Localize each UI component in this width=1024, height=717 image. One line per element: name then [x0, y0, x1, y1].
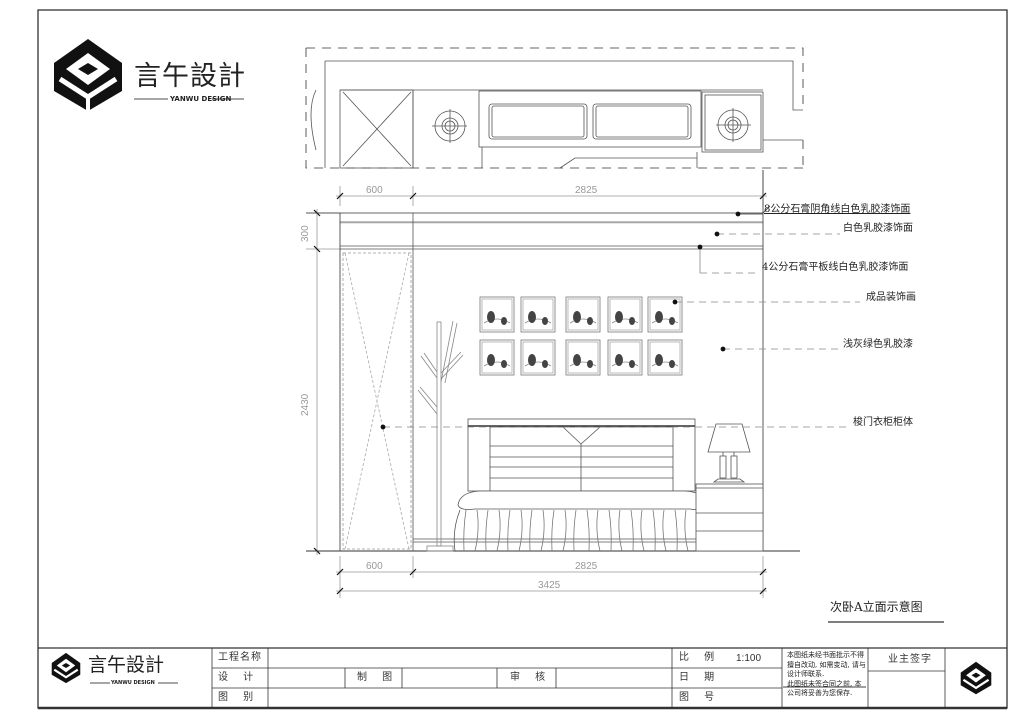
bed-skirt-fold [674, 509, 678, 552]
annotation-plaster-line: 4公分石膏平板线白色乳胶漆饰面 [762, 262, 909, 273]
brand-name: 言午設計 [134, 61, 246, 92]
note-2: 此图纸未签合同之前, 本公司将妥善为您保存. [787, 679, 862, 698]
drawing-number-label: 图 号 [679, 692, 721, 703]
bed-skirt-fold [463, 509, 467, 552]
painting [565, 339, 601, 376]
notes: 本图纸未经书面批示不得擅自改动, 如需变动, 请与设计师联系. 此图纸未签合同之… [787, 651, 867, 699]
title-block [38, 647, 1007, 710]
painting [607, 339, 643, 376]
annotation-cornice: 8公分石膏阴角线白色乳胶漆饰面 [764, 204, 911, 215]
design-label: 设 计 [218, 672, 260, 683]
bed-skirt-fold [540, 509, 545, 552]
painting [647, 339, 683, 376]
bed-skirt-fold [586, 509, 590, 552]
bed [453, 418, 713, 552]
bed-skirt-fold [485, 509, 489, 552]
bed-skirt-fold [662, 509, 667, 552]
scale-value: 1:100 [736, 653, 762, 664]
bed-skirt-fold [652, 509, 656, 552]
bed-skirt-fold [496, 509, 501, 552]
painting [520, 339, 556, 376]
nightstand [695, 423, 764, 552]
bed-skirt-fold [640, 509, 645, 552]
dim-top-600: 600 [366, 185, 383, 196]
date-label: 日 期 [679, 672, 721, 683]
note-1: 本图纸未经书面批示不得擅自改动, 如需变动, 请与设计师联系. [787, 651, 866, 678]
bed-skirt-fold [507, 509, 511, 552]
annotation-wardrobe: 梭门衣柜柜体 [853, 417, 913, 428]
bed-skirt-fold [562, 509, 567, 552]
bed-skirt-fold [684, 509, 689, 552]
dim-top-2825: 2825 [575, 185, 598, 196]
dim-vertical-300: 300 [300, 225, 311, 242]
dim-vertical-2430: 2430 [300, 393, 311, 416]
drawing-title: 次卧A立面示意图 [830, 600, 923, 614]
review-label: 审 核 [510, 672, 552, 683]
small-logo-icon [51, 652, 81, 684]
dim-total-3425: 3425 [538, 580, 561, 591]
small-brand-name-en: YANWU DESIGN [111, 680, 155, 686]
scale-label: 比 例 [679, 652, 721, 663]
category-label: 图 别 [218, 692, 260, 703]
coat-rack [417, 320, 464, 552]
dim-bottom-600: 600 [366, 561, 383, 572]
owner-signature-label: 业主签字 [888, 654, 932, 665]
logo-icon [54, 39, 122, 111]
bed-skirt-fold [618, 509, 623, 552]
annotation-paintings: 成品装饰画 [866, 292, 916, 303]
dim-bottom-2825: 2825 [575, 561, 598, 572]
dimension-lines [306, 170, 767, 598]
painting [607, 296, 643, 333]
bed-skirt-fold [573, 509, 577, 552]
bed-skirt-fold [529, 509, 533, 552]
brand-name-en: YANWU DESIGN [170, 95, 232, 103]
bed-skirt-fold [630, 509, 634, 552]
corner-logo-icon [960, 661, 992, 695]
painting [479, 296, 515, 333]
painting [520, 296, 556, 333]
bed-skirt-fold [474, 509, 479, 552]
project-name-label: 工程名称 [218, 652, 262, 663]
bed-skirt-fold [596, 509, 601, 552]
annotation-wall-paint: 浅灰绿色乳胶漆 [843, 339, 913, 350]
bed-skirt-fold [608, 509, 612, 552]
small-brand-name: 言午設計 [88, 654, 165, 676]
decorative-paintings [479, 296, 683, 376]
painting [479, 339, 515, 376]
elevation-view [306, 170, 944, 623]
plan-view [305, 47, 804, 169]
bed-skirt-fold [518, 509, 523, 552]
painting [565, 296, 601, 333]
drafting-label: 制 图 [357, 672, 399, 683]
annotation-white-paint: 白色乳胶漆饰面 [843, 223, 913, 234]
bed-skirt-fold [551, 509, 555, 552]
painting [647, 296, 683, 333]
